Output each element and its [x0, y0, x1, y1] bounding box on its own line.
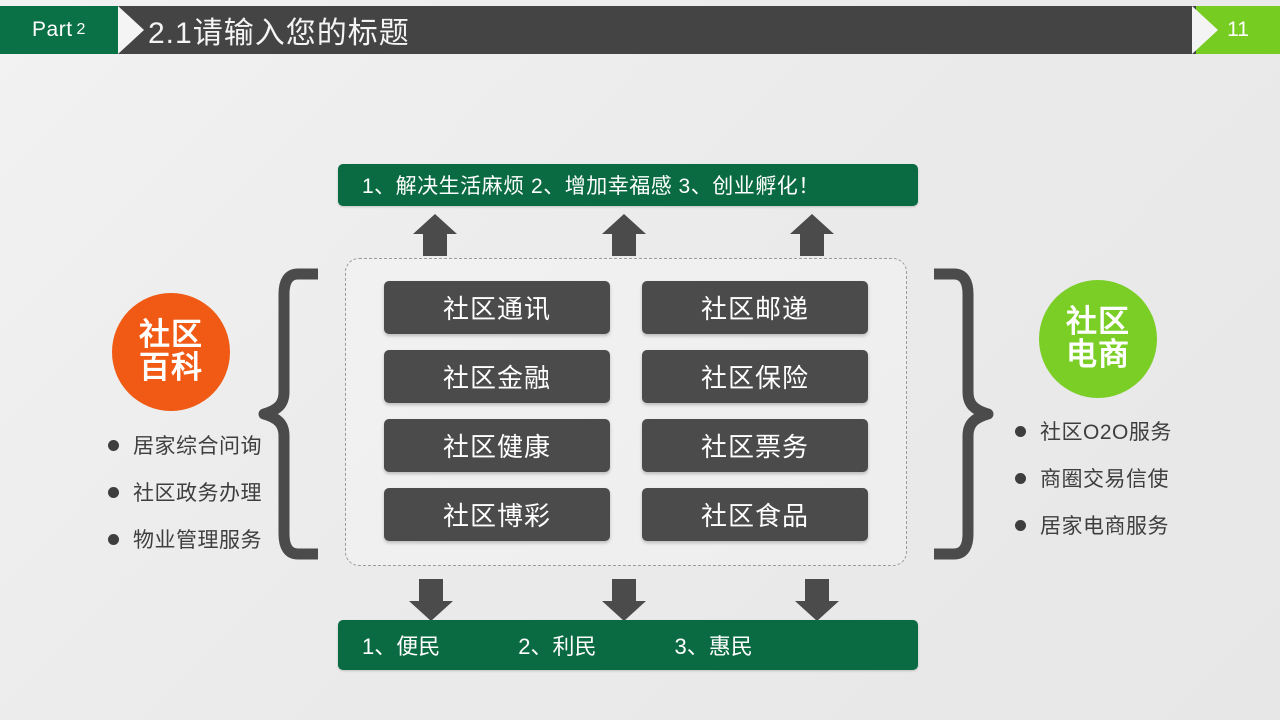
- list-item-label: 居家综合问询: [133, 435, 262, 458]
- list-item: 社区O2O服务: [1015, 416, 1235, 446]
- page-number: 11: [1227, 18, 1249, 41]
- list-item: 居家综合问询: [108, 430, 318, 460]
- list-item: 居家电商服务: [1015, 510, 1235, 540]
- service-cell[interactable]: 社区保险: [642, 350, 868, 403]
- service-cell[interactable]: 社区博彩: [384, 488, 610, 541]
- left-bullet-list: 居家综合问询 社区政务办理 物业管理服务: [108, 430, 318, 571]
- bullet-dot-icon: [1015, 472, 1026, 484]
- list-item: 物业管理服务: [108, 524, 318, 554]
- arrow-down-icon: [601, 578, 647, 622]
- arrow-up-icon: [412, 213, 458, 257]
- arrow-down-icon: [794, 578, 840, 622]
- bullet-dot-icon: [1015, 519, 1026, 531]
- arrow-up-icon: [789, 213, 835, 257]
- left-circle-line-1: 社区: [139, 317, 203, 353]
- bullet-dot-icon: [108, 439, 119, 451]
- part-chevron-notch: [118, 6, 144, 54]
- left-circle-line-2: 百科: [139, 350, 203, 385]
- top-banner-text: 1、解决生活麻烦 2、增加幸福感 3、创业孵化！: [362, 175, 820, 198]
- service-cell[interactable]: 社区通讯: [384, 281, 610, 334]
- arrow-up-icon: [601, 213, 647, 257]
- services-grid: 社区通讯 社区邮递 社区金融 社区保险 社区健康 社区票务 社区博彩 社区食品: [346, 259, 906, 565]
- list-item-label: 社区O2O服务: [1040, 421, 1172, 444]
- right-bullet-list: 社区O2O服务 商圈交易信使 居家电商服务: [1015, 416, 1235, 557]
- services-panel: 社区通讯 社区邮递 社区金融 社区保险 社区健康 社区票务 社区博彩 社区食品: [345, 258, 907, 566]
- list-item: 商圈交易信使: [1015, 463, 1235, 493]
- bottom-outcome-banner: 1、便民 2、利民 3、惠民: [338, 620, 918, 670]
- bottom-banner-item-1: 1、便民: [362, 634, 441, 659]
- service-cell[interactable]: 社区健康: [384, 419, 610, 472]
- right-category-circle[interactable]: 社区 电商: [1039, 280, 1157, 398]
- service-cell[interactable]: 社区票务: [642, 419, 868, 472]
- bottom-banner-item-3: 3、惠民: [674, 634, 753, 659]
- page-title: 2.1请输入您的标题: [148, 17, 410, 50]
- right-circle-line-1: 社区: [1066, 304, 1130, 340]
- top-outcome-banner: 1、解决生活麻烦 2、增加幸福感 3、创业孵化！: [338, 164, 918, 206]
- list-item-label: 社区政务办理: [133, 482, 262, 505]
- list-item: 社区政务办理: [108, 477, 318, 507]
- bullet-dot-icon: [108, 533, 119, 545]
- bullet-dot-icon: [1015, 425, 1026, 437]
- service-cell[interactable]: 社区邮递: [642, 281, 868, 334]
- service-cell[interactable]: 社区金融: [384, 350, 610, 403]
- bottom-banner-item-2: 2、利民: [518, 634, 597, 659]
- service-cell[interactable]: 社区食品: [642, 488, 868, 541]
- part-label: Part 2: [0, 6, 118, 54]
- arrow-down-icon: [408, 578, 454, 622]
- right-curly-brace-icon: [932, 268, 994, 560]
- part-label-number: 2: [76, 21, 86, 38]
- left-category-circle[interactable]: 社区 百科: [112, 293, 230, 411]
- left-curly-brace-icon: [258, 268, 320, 560]
- part-label-text: Part: [32, 18, 73, 41]
- bullet-dot-icon: [108, 486, 119, 498]
- page-number-chevron-notch: [1192, 6, 1218, 54]
- right-circle-line-2: 电商: [1066, 337, 1130, 372]
- list-item-label: 物业管理服务: [133, 529, 262, 552]
- list-item-label: 商圈交易信使: [1040, 468, 1169, 491]
- slide-header: Part 2 2.1请输入您的标题 11: [0, 6, 1280, 54]
- list-item-label: 居家电商服务: [1040, 515, 1169, 538]
